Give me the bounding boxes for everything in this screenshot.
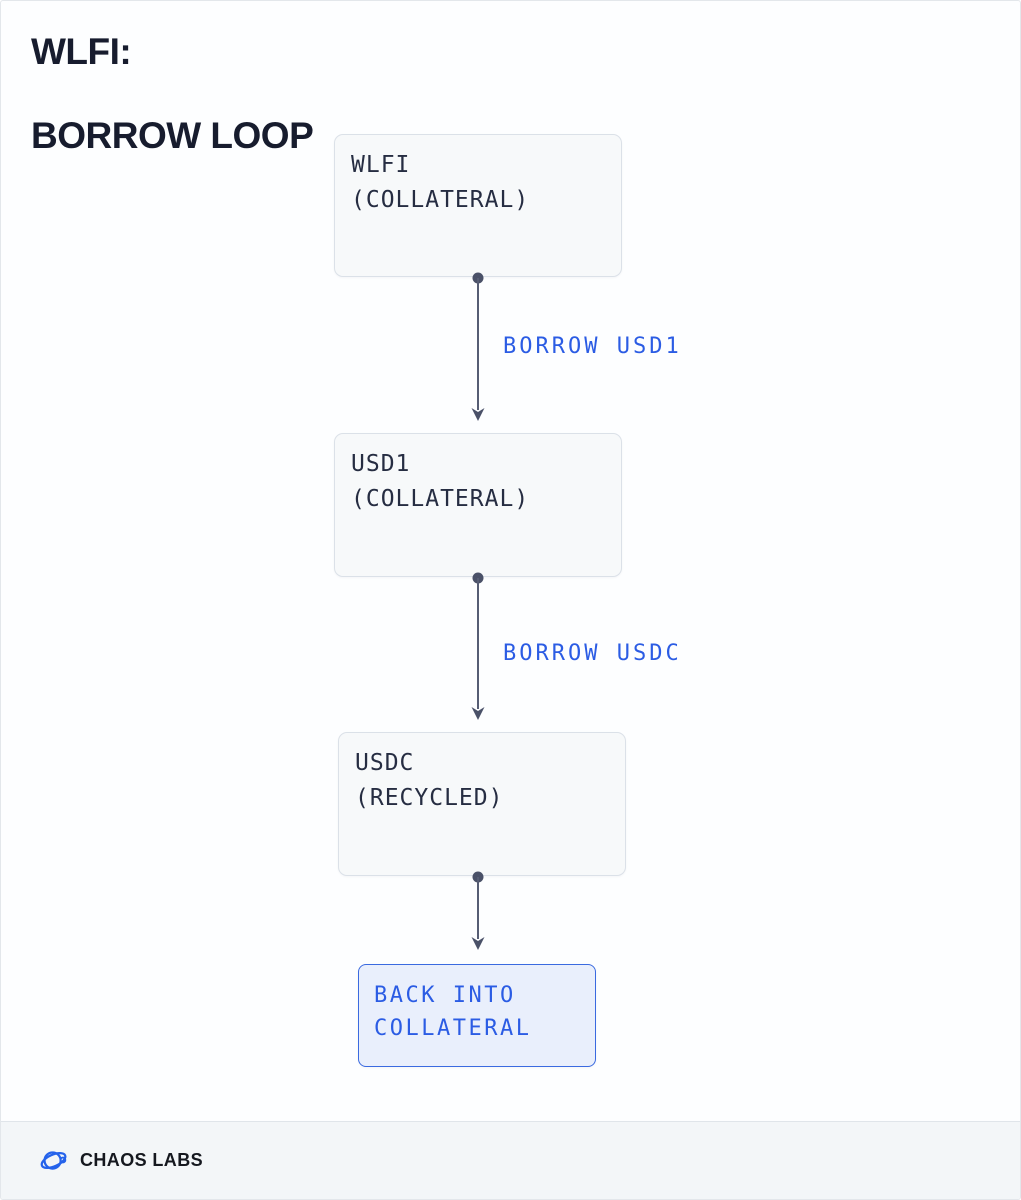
node-label-line1: USD1 xyxy=(351,451,411,477)
node-label-line2: (RECYCLED) xyxy=(355,785,504,811)
arrow-head-icon xyxy=(471,707,485,720)
edge-label-borrow-usdc: BORROW USDC xyxy=(503,641,682,666)
node-back-into-collateral: BACK INTO COLLATERAL xyxy=(358,964,596,1067)
arrow-head-icon xyxy=(471,408,485,421)
node-wlfi-collateral: WLFI (COLLATERAL) xyxy=(334,134,622,277)
page-title: WLFI: BORROW LOOP xyxy=(31,31,314,157)
node-label-line2: (COLLATERAL) xyxy=(351,187,530,213)
page-title-line1: WLFI: xyxy=(31,31,132,72)
edge-label-borrow-usd1: BORROW USD1 xyxy=(503,334,682,359)
arrow-head-icon xyxy=(471,937,485,950)
node-label-line1: WLFI xyxy=(351,152,411,178)
node-label-line2: COLLATERAL xyxy=(374,1016,532,1041)
chaos-labs-orbit-logo-icon xyxy=(39,1147,69,1174)
page-title-line2: BORROW LOOP xyxy=(31,115,314,156)
node-usd1-collateral: USD1 (COLLATERAL) xyxy=(334,433,622,577)
node-label-line1: BACK INTO xyxy=(374,983,516,1008)
node-label-line1: USDC xyxy=(355,750,415,776)
footer-brand-text: CHAOS LABS xyxy=(80,1150,204,1170)
node-usdc-recycled: USDC (RECYCLED) xyxy=(338,732,626,876)
node-label-line2: (COLLATERAL) xyxy=(351,486,530,512)
footer: CHAOS LABS xyxy=(1,1121,1020,1199)
